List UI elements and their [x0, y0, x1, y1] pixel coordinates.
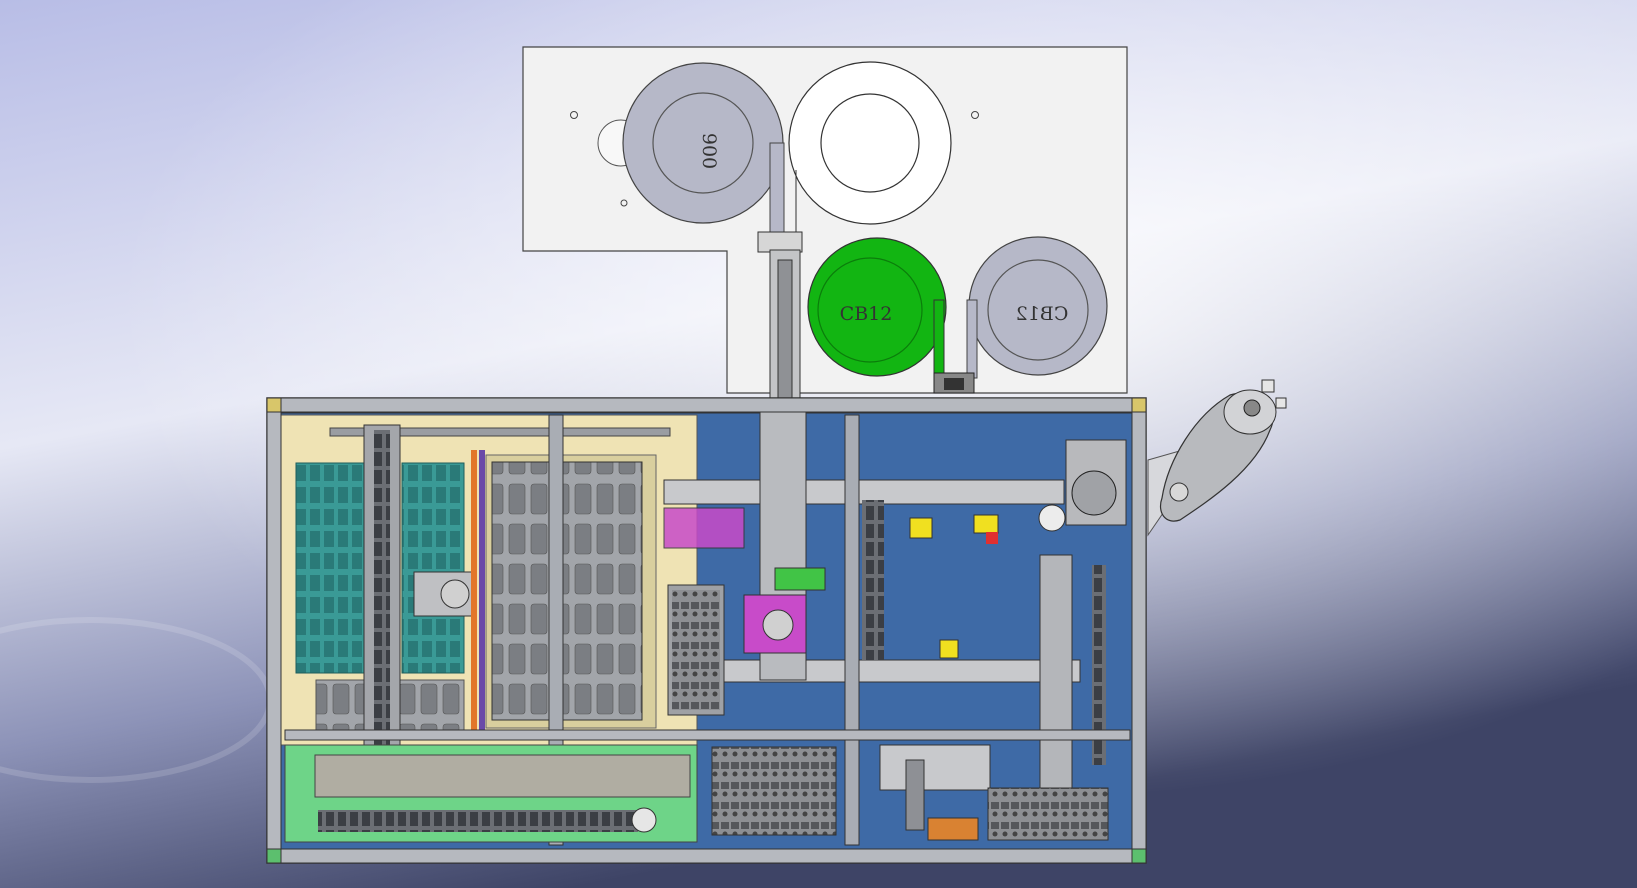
- right-reel: CB12: [966, 236, 1108, 379]
- tape-feeder: [757, 231, 975, 399]
- assembly-station: [663, 399, 1127, 846]
- empty-reel-icon: [788, 61, 952, 250]
- reel-icon: 900: [622, 62, 785, 244]
- loading-zone: [280, 414, 698, 846]
- green-reel: CB12: [807, 237, 947, 379]
- frame-extrusions: [266, 397, 1147, 864]
- green-reel-label: CB12: [840, 303, 893, 325]
- right-reel-label: CB12: [1016, 303, 1069, 325]
- green-panel: [284, 744, 698, 843]
- reel-label-900: 900: [698, 133, 720, 169]
- teal-tray-right: [401, 462, 465, 674]
- robot-arm-icon: [1147, 379, 1287, 537]
- terminal-blocks: [711, 746, 1109, 841]
